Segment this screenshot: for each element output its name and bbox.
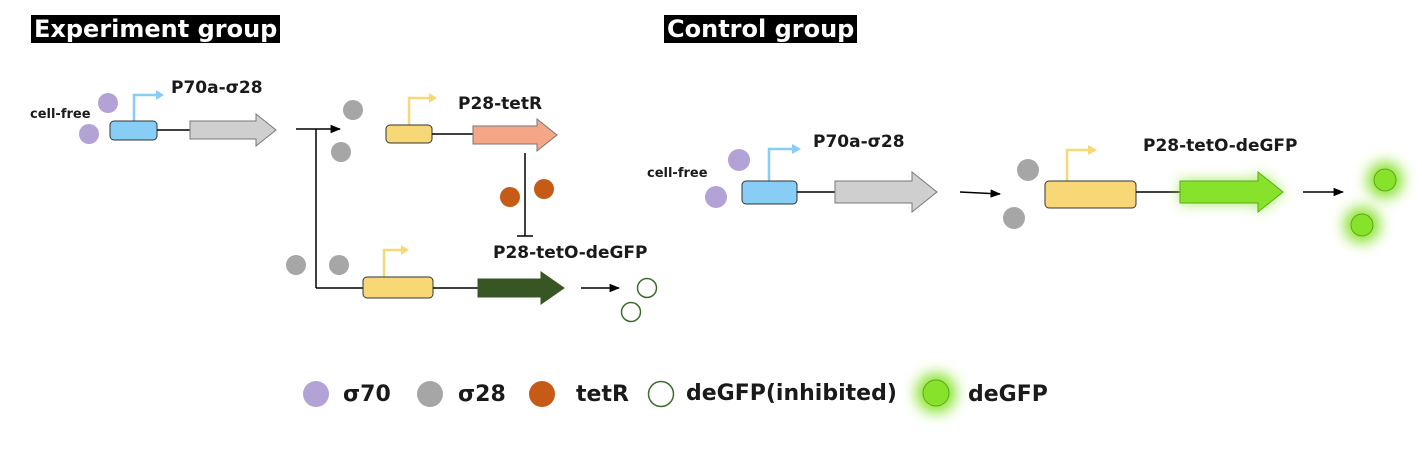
legend xyxy=(303,373,956,413)
legend-label-degfp: deGFP xyxy=(968,382,1048,407)
legend-label-sigma28: σ28 xyxy=(458,382,506,407)
sigma70-dot xyxy=(728,149,750,171)
legend-sigma70-symbol xyxy=(303,381,329,407)
connector-arrow xyxy=(959,189,1002,198)
degfp-dot xyxy=(1373,168,1397,192)
legend-sigma28-symbol xyxy=(417,381,443,407)
sigma28-dot xyxy=(329,255,349,275)
sigma70-dot xyxy=(705,186,727,208)
sigma28-dot xyxy=(1017,159,1039,181)
experiment-gene2-label: P28-tetR xyxy=(458,94,543,114)
experiment-gene3-label: P28-tetO-deGFP xyxy=(493,243,648,263)
control-gene1-label: P70a-σ28 xyxy=(813,132,905,152)
promoter-arrow-icon xyxy=(767,147,794,181)
promoter-box xyxy=(1044,180,1137,209)
tetR-dot xyxy=(534,179,554,199)
experiment-gene1-label: P70a-σ28 xyxy=(171,78,263,98)
legend-label-degfp-inhibited: deGFP(inhibited) xyxy=(686,381,897,406)
promoter-arrow-icon xyxy=(407,96,431,125)
experiment-gene3 xyxy=(362,245,565,305)
sigma28-dot xyxy=(343,100,363,120)
promoter-arrow-icon xyxy=(1065,148,1090,181)
control-gene1 xyxy=(741,144,938,214)
control-group-title: Control group xyxy=(664,15,858,43)
promoter-arrow-head xyxy=(401,245,409,255)
promoter-arrow-icon xyxy=(382,248,403,277)
legend-label-sigma70: σ70 xyxy=(343,382,391,407)
tetR-dot xyxy=(500,187,520,207)
sigma70-dot xyxy=(98,93,118,113)
sigma28-dot xyxy=(286,255,306,275)
degfp-inhibited-dot xyxy=(636,277,658,299)
promoter-arrow-head xyxy=(156,90,164,100)
experiment-gene2 xyxy=(385,93,558,153)
degfp-inhibited-dot xyxy=(620,301,642,323)
legend-label-tetR: tetR xyxy=(576,382,629,407)
coding-arrow xyxy=(834,170,938,214)
experiment-gene1 xyxy=(109,90,277,148)
promoter-box xyxy=(385,124,433,144)
coding-arrow xyxy=(189,112,277,148)
legend-tetR-symbol xyxy=(529,381,555,407)
legend-degfp-inhibited-symbol xyxy=(647,380,675,408)
experiment-group-title: Experiment group xyxy=(31,15,281,43)
promoter-arrow-head xyxy=(429,93,437,103)
control-cell-free-label: cell-free xyxy=(647,166,708,181)
coding-arrow xyxy=(472,117,558,153)
promoter-box xyxy=(362,276,434,299)
coding-arrow xyxy=(1179,170,1284,214)
promoter-arrow-icon xyxy=(132,93,158,121)
control-gene2-label: P28-tetO-deGFP xyxy=(1143,136,1298,156)
promoter-arrow-head xyxy=(1088,145,1097,155)
legend-degfp-symbol xyxy=(922,379,950,407)
control-gene2 xyxy=(1044,145,1284,214)
promoter-arrow-head xyxy=(792,144,801,154)
experiment-cell-free-label: cell-free xyxy=(30,107,91,122)
promoter-box xyxy=(741,180,798,205)
sigma70-dot xyxy=(79,124,99,144)
coding-arrow xyxy=(477,271,565,305)
sigma28-dot xyxy=(1003,207,1025,229)
degfp-dot xyxy=(1350,213,1374,237)
sigma28-dot xyxy=(331,142,351,162)
promoter-box xyxy=(109,120,158,141)
